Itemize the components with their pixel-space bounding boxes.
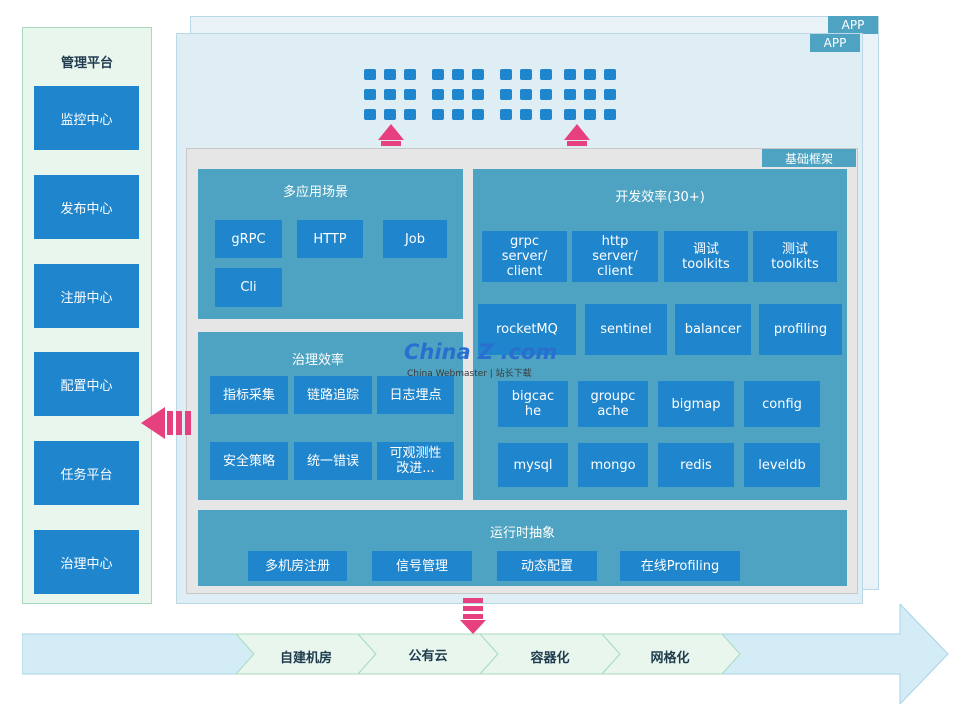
governance-errors[interactable]: 统一错误 [294,442,372,480]
env-service-mesh: 网格化 [650,651,690,666]
management-item-monitoring[interactable]: 监控中心 [34,86,139,150]
framework-tag: 基础框架 [762,149,856,167]
dev-mongo[interactable]: mongo [578,443,648,487]
watermark-subtitle: China Webmaster | 站长下载 [407,369,532,379]
governance-metrics[interactable]: 指标采集 [210,376,288,414]
dev-config[interactable]: config [744,381,820,427]
dev-rocketmq[interactable]: rocketMQ [478,304,576,355]
runtime-multi-dc-registry[interactable]: 多机房注册 [248,551,347,581]
down-arrow-to-environments [460,598,486,634]
dev-debug-toolkits[interactable]: 调试 toolkits [664,231,748,282]
app-instances-grid [364,69,624,123]
env-containerized: 容器化 [530,651,570,666]
env-chevron-4 [600,633,741,675]
dev-grpc-server-client[interactable]: grpc server/ client [482,231,567,282]
app-tag-front: APP [810,34,860,52]
scenario-grpc[interactable]: gRPC [215,220,282,258]
scenario-job[interactable]: Job [383,220,447,258]
management-item-config[interactable]: 配置中心 [34,352,139,416]
runtime-signal-management[interactable]: 信号管理 [372,551,472,581]
env-public-cloud: 公有云 [408,649,448,664]
dev-http-server-client[interactable]: http server/ client [572,231,658,282]
dev-bigmap[interactable]: bigmap [658,381,734,427]
management-item-release[interactable]: 发布中心 [34,175,139,239]
watermark-logo: China Z .com [404,340,558,364]
dev-efficiency-title: 开发效率(30+) [615,190,705,205]
scenario-http[interactable]: HTTP [297,220,363,258]
dev-groupcache[interactable]: groupc ache [578,381,648,427]
dev-profiling[interactable]: profiling [759,304,842,355]
governance-title: 治理效率 [291,353,344,368]
dev-leveldb[interactable]: leveldb [744,443,820,487]
dev-redis[interactable]: redis [658,443,734,487]
environment-arrow [22,604,949,704]
dev-test-toolkits[interactable]: 测试 toolkits [753,231,837,282]
dev-sentinel[interactable]: sentinel [585,304,667,355]
management-item-governance[interactable]: 治理中心 [34,530,139,594]
left-arrow-to-management [141,407,191,439]
governance-logging[interactable]: 日志埋点 [377,376,454,414]
governance-tracing[interactable]: 链路追踪 [294,376,372,414]
runtime-title: 运行时抽象 [489,526,555,541]
dev-bigcache[interactable]: bigcac he [498,381,568,427]
management-item-registry[interactable]: 注册中心 [34,264,139,328]
governance-observability[interactable]: 可观测性 改进... [377,442,454,480]
management-item-task[interactable]: 任务平台 [34,441,139,505]
scenario-cli[interactable]: Cli [215,268,282,307]
scenarios-title: 多应用场景 [282,185,348,200]
management-platform-title: 管理平台 [60,56,113,71]
runtime-online-profiling[interactable]: 在线Profiling [620,551,740,581]
app-tag-back: APP [828,16,878,34]
dev-mysql[interactable]: mysql [498,443,568,487]
runtime-dynamic-config[interactable]: 动态配置 [497,551,597,581]
env-self-built-dc: 自建机房 [279,651,332,666]
governance-security[interactable]: 安全策略 [210,442,288,480]
dev-balancer[interactable]: balancer [675,304,751,355]
app-instances-dots [364,69,616,120]
